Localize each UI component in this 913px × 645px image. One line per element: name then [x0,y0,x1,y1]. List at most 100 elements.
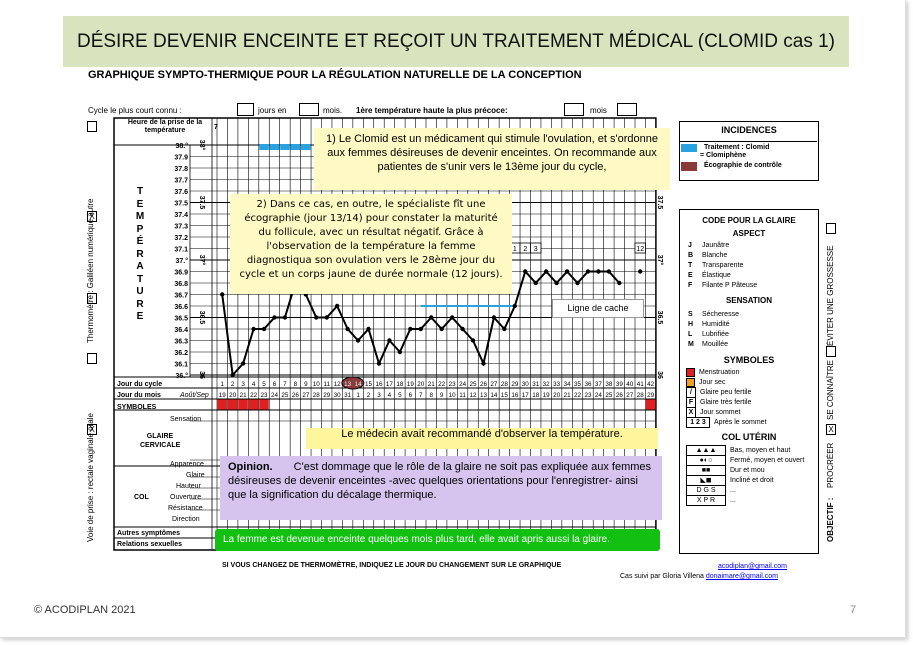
y-tick-label: 37.2 [174,235,188,242]
x-cycle-day-label: 39 [616,381,624,388]
temperature-point [345,326,350,332]
x-month-day-label: 1 [356,392,360,399]
x-cycle-day-label: 26 [480,381,488,388]
row-label-jour-cycle: Jour du cycle [117,381,163,388]
cycle-line-e: mois [590,106,607,115]
x-cycle-day-label: 5 [262,381,266,388]
first-high-temp-box[interactable] [564,103,584,116]
legend-col-list: ▲▲▲Bas, moyen et haut●◐○Fermé, moyen et … [680,444,818,506]
x-month-day-label: 22 [574,392,582,399]
row-label-ouverture: Ouverture [170,494,202,501]
acodiplan-email-link[interactable]: acodiplan@gmail.com [718,563,787,570]
checkbox-procreer[interactable]: X [826,424,836,435]
x-cycle-day-label: 15 [365,381,373,388]
temperature-point [334,303,340,309]
temperature-point [240,361,246,366]
checkbox-eviter[interactable] [826,223,836,234]
temperature-point [533,280,538,286]
x-month-day-label: 19 [543,392,551,399]
checkbox-voie-orale[interactable] [87,353,97,364]
legend-value: Transparente [702,261,744,269]
checkbox-thermo-autre[interactable] [87,121,97,132]
row-label-jour-mois: Jour du mois [117,392,161,399]
temperature-point [638,269,643,274]
post-peak-label: 12 [636,246,644,253]
y-tick-label: 36.1 [174,362,188,369]
checkbox-se-connaitre[interactable] [826,346,836,357]
legend-aspect-title: ASPECT [732,229,766,238]
y-tick-label: 37.3 [174,224,188,231]
cycle-months-box[interactable] [299,103,319,116]
x-month-day-label: 26 [292,392,300,399]
x-cycle-day-label: 29 [511,381,519,388]
x-cycle-day-label: 17 [386,381,394,388]
first-high-month-box[interactable] [617,103,637,116]
temperature-letter: T [136,273,144,285]
y-tick-label: 38.° [175,142,188,150]
x-cycle-day-label: 42 [647,381,655,388]
legend-value: Mouillée [702,340,729,348]
checkbox-thermo-galileen[interactable] [87,293,97,304]
x-cycle-day-label: 20 [417,381,425,388]
donaimare-email-link[interactable]: donaimare@gmail.com [705,573,778,580]
x-month-day-label: 23 [261,392,269,399]
clomid-mark [280,144,290,150]
menstruation-mark [248,399,259,410]
x-month-day-label: 4 [388,392,392,399]
opinion-text: C'est dommage que le rôle de la glaire n… [228,461,652,501]
legend-value: Glaire très fertile [700,398,752,406]
legend-value: ... [730,496,736,504]
temperature-letter: P [136,223,144,235]
checkbox-voie-rectale[interactable]: X [87,424,97,435]
legend-col-item: X P R... [686,494,818,506]
row-label-heure: Heure de la prise de la température [127,119,203,134]
temperature-letter: U [136,286,144,297]
x-month-day-label: 21 [240,392,248,399]
x-month-day-label: 19 [219,392,227,399]
x-cycle-day-label: 22 [438,381,446,388]
x-cycle-day-label: 13 [344,381,352,388]
legend-value: Blanche [702,251,728,259]
x-cycle-day-label-circled: 13 [344,381,352,388]
x-month-day-label: 15 [501,392,509,399]
x-month-day-label: 23 [584,392,592,399]
note-clomid: 1) Le Clomid est un médicament qui stimu… [314,128,670,190]
temperature-point [220,292,225,297]
y-tick-label: 36.4 [174,327,188,334]
x-month-day-label: 7 [419,392,423,399]
x-month-day-label: 30 [334,392,342,399]
temperature-point [408,326,413,332]
cycle-days-box[interactable] [237,103,254,116]
menstruation-mark [238,399,248,410]
row-label-jour-mois-ex: Août/Sep [180,392,209,399]
post-peak-label: 3 [534,246,538,253]
checkbox-thermo-numerique[interactable]: X [87,211,97,222]
temperature-point [230,372,235,378]
temperature-point [585,269,591,274]
x-month-day-label: 2 [367,392,371,399]
temperature-letter: É [136,236,144,247]
x-month-day-label: 14 [490,392,498,399]
note-ecographie: 2) Dans ce cas, en outre, le spécialiste… [230,194,512,294]
legend-symbol-item: Jour sec [686,377,818,387]
x-month-day-label: 27 [626,392,634,399]
temperature-point [460,326,465,332]
clomid-mark [301,144,311,150]
ecographie-mark [341,376,365,390]
incidences-panel: INCIDENCES Traitement : Clomid = Clomiph… [679,121,819,181]
temperature-point [261,326,267,332]
temperature-letter: A [136,261,144,272]
cycle-line-d: 1ère température haute la plus précoce: [356,106,508,115]
x-month-day-label: 20 [553,392,561,399]
legend-value: Jour sec [699,378,726,386]
row-label-sensation: Sensation [170,416,202,423]
y-tick-label: 37.° [175,257,188,265]
x-cycle-day-label: 34 [564,381,572,388]
col-symbol-icon: X P R [686,494,726,506]
objectif-label: OBJECTIF : [826,497,835,542]
